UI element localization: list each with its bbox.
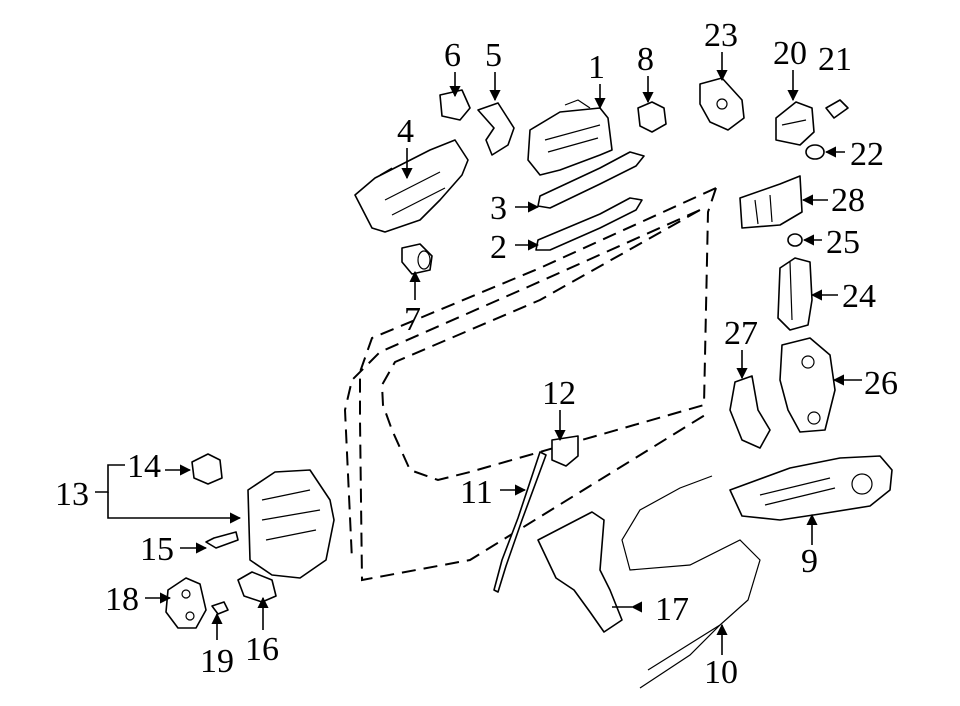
callout-22: 22 [850, 136, 884, 173]
callout-12: 12 [542, 375, 576, 412]
part-15-bolt [205, 531, 239, 549]
part-8-cap [637, 101, 667, 133]
callout-1: 1 [588, 49, 605, 86]
part-24-hinge [777, 257, 813, 331]
callout-19: 19 [200, 643, 234, 680]
part-23-plate [699, 77, 745, 131]
callout-4: 4 [397, 113, 414, 150]
callout-26: 26 [864, 365, 898, 402]
callout-6: 6 [444, 37, 461, 74]
part-28-check-strap [739, 175, 803, 229]
part-21-pin [825, 99, 849, 119]
callout-16: 16 [245, 631, 279, 668]
callout-5: 5 [485, 37, 502, 74]
callout-14: 14 [127, 448, 161, 485]
callout-2: 2 [490, 229, 507, 266]
part-25-bumper [787, 233, 803, 247]
callout-21: 21 [818, 41, 852, 78]
part-17-bracket [537, 511, 623, 633]
part-2-gasket [535, 197, 643, 251]
callout-15: 15 [140, 531, 174, 568]
callout-24: 24 [842, 278, 876, 315]
callout-20: 20 [773, 35, 807, 72]
part-18-striker-plate [165, 577, 207, 629]
callout-9: 9 [801, 543, 818, 580]
part-16-bumper [237, 571, 277, 603]
part-5-clip [477, 102, 515, 156]
part-13-latch [247, 469, 335, 579]
callout-labels: 1 2 3 4 5 6 7 8 9 10 11 12 13 14 15 16 1… [55, 17, 898, 691]
callout-10: 10 [704, 654, 738, 691]
door-outline [343, 187, 717, 582]
callout-25: 25 [826, 224, 860, 261]
leader-lines [95, 52, 862, 655]
part-22-bumper [805, 144, 825, 160]
callout-23: 23 [704, 17, 738, 54]
callout-13: 13 [55, 476, 89, 513]
callout-11: 11 [460, 474, 493, 511]
callout-3: 3 [490, 190, 507, 227]
part-9-inside-handle [729, 455, 893, 521]
part-26-plate [779, 337, 836, 433]
part-19-screw [211, 601, 229, 615]
part-4-handle-bracket [354, 139, 469, 233]
part-14-motor [191, 453, 223, 485]
part-20-striker [775, 101, 815, 146]
callout-7: 7 [404, 301, 421, 338]
part-12-clip [551, 435, 579, 467]
callout-18: 18 [105, 581, 139, 618]
part-10-cable [621, 475, 761, 689]
part-27-bracket [729, 375, 771, 449]
callout-8: 8 [637, 41, 654, 78]
callout-27: 27 [724, 315, 758, 352]
part-3-gasket [537, 151, 645, 209]
part-11-rod [493, 451, 547, 593]
callout-17: 17 [655, 591, 689, 628]
part-7-bushing [401, 243, 433, 275]
callout-28: 28 [831, 182, 865, 219]
part-1-outside-handle [527, 99, 613, 176]
